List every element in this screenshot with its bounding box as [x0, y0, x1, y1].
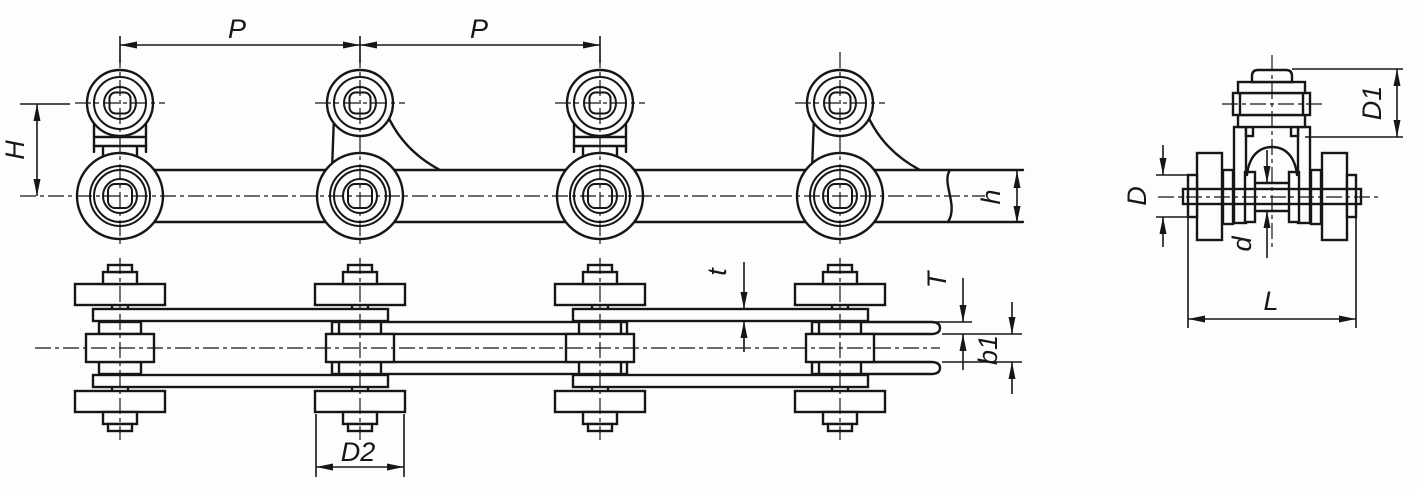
dimension-plate-thickness: t: [702, 262, 748, 352]
outer-plate: [571, 373, 870, 389]
dim-label-pitch-1: P: [228, 14, 246, 44]
inner-plate: [330, 360, 629, 376]
dim-label-d: d: [1227, 236, 1257, 252]
break-line: [946, 168, 953, 224]
dim-label-T: T: [922, 269, 952, 288]
dim-label-b1: b1: [973, 335, 1003, 365]
dimension-eye-diameter: D1: [1292, 68, 1403, 138]
dimension-flange-width: D2: [315, 414, 405, 477]
outer-plate: [91, 373, 390, 389]
side-view: P P H h: [0, 14, 1025, 248]
outer-plate: [571, 307, 870, 323]
dim-label-h: h: [976, 189, 1006, 204]
outer-plate: [91, 307, 390, 323]
dimension-pitch: P P: [119, 14, 601, 63]
end-view: D1 D d L: [1122, 55, 1403, 328]
dim-label-L: L: [1263, 286, 1278, 316]
inner-plate: [330, 320, 629, 336]
dimension-axle-length: L: [1187, 210, 1357, 328]
dim-label-D: D: [1122, 186, 1152, 206]
dim-label-D1: D1: [1357, 86, 1387, 121]
dimension-attachment-height: H: [0, 103, 70, 196]
dim-label-t: t: [702, 267, 732, 276]
dimension-roller-diameter: D: [1122, 145, 1188, 247]
dim-label-H: H: [0, 140, 30, 160]
dim-label-pitch-2: P: [470, 14, 488, 44]
dimension-inner-width: b1: [942, 302, 1022, 394]
dimension-outer-plate-thickness: T: [908, 269, 1022, 370]
plan-view: t T b1 D2: [35, 258, 1022, 477]
dimension-plate-height: h: [976, 171, 1021, 223]
dim-label-D2: D2: [341, 437, 376, 467]
dimension-pin-diameter: d: [1227, 150, 1271, 258]
